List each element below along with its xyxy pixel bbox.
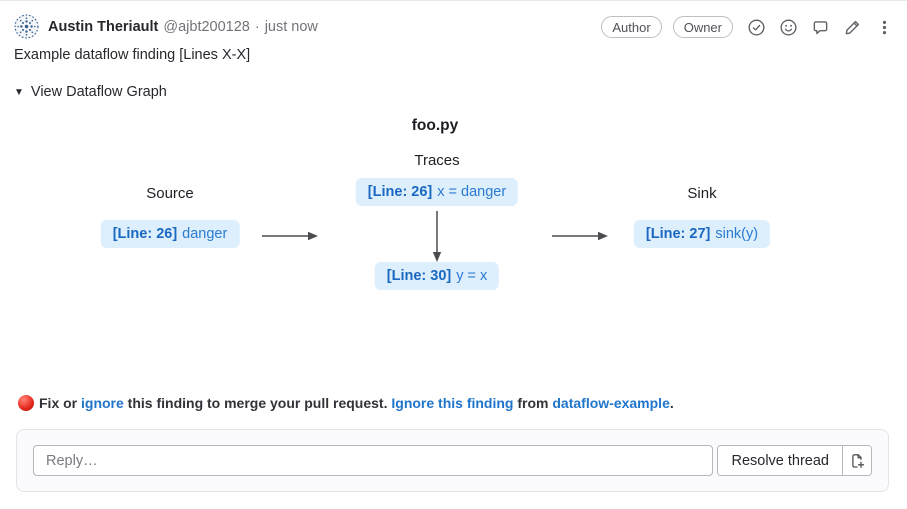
node-line-label: [Line: 30] [386,268,452,284]
pencil-icon [845,20,860,34]
arrow-trace-to-sink [552,228,609,244]
dataflow-graph-toggle[interactable]: ▼ View Dataflow Graph [14,84,167,100]
dataflow-toggle-label: View Dataflow Graph [30,84,167,100]
avatar-image [14,14,39,39]
resolve-thread-button[interactable]: Resolve thread [718,446,842,475]
kebab-menu-icon [882,20,887,34]
node-line-label: [Line: 27] [645,226,711,242]
column-label-sink: Sink [687,185,717,202]
node-line-label: [Line: 26] [367,184,433,200]
edit-button[interactable] [844,19,861,36]
notice-middle: this finding to merge your pull request. [123,395,392,411]
reply-input[interactable] [33,445,713,476]
emoji-button[interactable] [780,18,797,36]
avatar[interactable] [14,14,39,39]
node-trace-2[interactable]: [Line: 30]y = x [374,262,500,290]
comment-button[interactable] [812,19,829,36]
comment-actions: Author Owner [601,16,893,38]
node-code: sink(y) [715,226,759,242]
comment-icon [813,20,828,34]
ignore-link[interactable]: ignore [81,395,124,411]
badge-owner: Owner [672,16,733,38]
column-label-traces: Traces [414,152,460,169]
merge-notice-text: Fix or ignore this finding to merge your… [39,395,674,411]
node-code: danger [182,226,228,242]
node-trace-1[interactable]: [Line: 26]x = danger [355,178,519,206]
node-source[interactable]: [Line: 26]danger [100,220,240,248]
badge-author: Author [601,16,662,38]
ignore-this-finding-link[interactable]: Ignore this finding [391,395,514,411]
notice-from: from [513,395,553,411]
node-line-label: [Line: 26] [112,226,178,242]
resolve-and-create-issue-button[interactable] [842,446,871,475]
merge-notice: Fix or ignore this finding to merge your… [18,395,674,411]
column-label-source: Source [146,185,194,202]
triangle-down-icon: ▼ [14,86,24,98]
more-options-button[interactable] [876,19,893,36]
notice-period: . [669,395,674,411]
author-meta: Austin Theriault @ajbt200128 · just now [48,19,318,35]
comment-body: Example dataflow finding [Lines X-X] [14,47,251,63]
arrow-trace-down [429,211,445,263]
comment-header: Austin Theriault @ajbt200128 · just now [14,14,318,39]
smiley-icon [780,18,797,36]
timestamp: just now [264,18,318,35]
author-username[interactable]: @ajbt200128 [163,18,250,35]
author-name[interactable]: Austin Theriault [48,18,159,35]
notice-prefix: Fix or [39,395,82,411]
arrow-source-to-trace [262,228,319,244]
graph-file-title: foo.py [411,117,459,134]
node-code: x = danger [437,184,507,200]
new-issue-icon [852,453,865,468]
approve-button[interactable] [748,18,765,36]
resolve-button-group: Resolve thread [717,445,872,476]
meta-separator: · [254,18,260,35]
reply-box: Resolve thread [16,429,889,492]
node-sink[interactable]: [Line: 27]sink(y) [633,220,771,248]
node-code: y = x [456,268,488,284]
check-circle-icon [748,18,765,36]
project-link[interactable]: dataflow-example [552,395,670,411]
red-circle-icon [18,395,34,411]
